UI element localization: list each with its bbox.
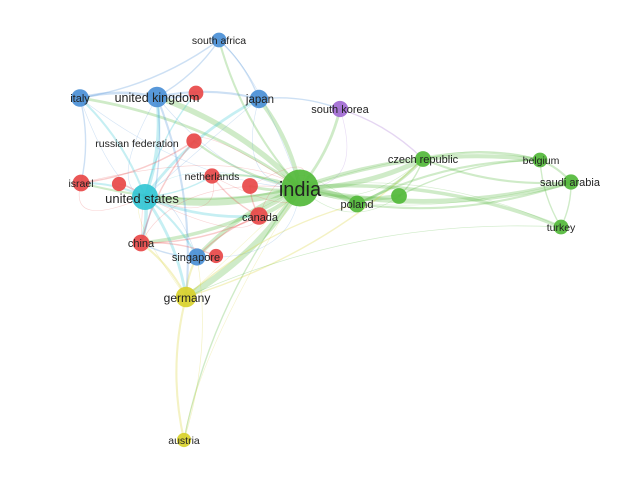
edge-italy-south-africa <box>79 39 220 99</box>
label-south-africa: south africa <box>192 35 246 47</box>
node-india[interactable] <box>281 169 319 207</box>
node-south-korea[interactable] <box>331 100 349 118</box>
faint-edge <box>183 187 301 441</box>
label-italy: italy <box>70 93 90 105</box>
node-united-kingdom[interactable] <box>146 86 168 108</box>
faint-edge <box>79 97 301 189</box>
label-saudi-arabia: saudi arabia <box>540 177 601 189</box>
edge-united-kingdom-south-africa <box>156 39 220 98</box>
label-austria: austria <box>168 435 200 447</box>
edge-poland-saudi-arabia <box>355 180 573 210</box>
node-saudi-arabia[interactable] <box>563 174 579 190</box>
edge-india-austria <box>183 187 301 441</box>
edge-india-south-africa <box>217 38 302 190</box>
node-unlabeled-red-3[interactable] <box>111 176 127 192</box>
node-italy[interactable] <box>71 89 89 107</box>
edge-germany-austria <box>175 295 188 442</box>
label-netherlands: netherlands <box>185 171 240 183</box>
label-germany: germany <box>164 291 211 305</box>
label-south-korea: south korea <box>311 104 369 116</box>
edge-united-kingdom-china <box>140 96 161 244</box>
edge-czech-republic-saudi-arabia <box>421 157 573 185</box>
node-czech-republic[interactable] <box>415 151 431 167</box>
edge-united-kingdom-germany <box>155 95 189 299</box>
edge-india-turkey <box>298 184 563 229</box>
edge-india-germany <box>182 184 304 301</box>
faint-edge <box>140 185 301 244</box>
label-china: china <box>128 238 155 250</box>
node-unlabeled-red-2[interactable] <box>188 85 204 101</box>
label-canada: canada <box>242 212 279 224</box>
label-layer: india united states united kingdom germany j… <box>68 35 600 447</box>
edge-united-kingdom-japan <box>155 90 261 101</box>
faint-edge <box>80 165 301 189</box>
label-russian-federation: russian federation <box>95 138 179 150</box>
node-japan[interactable] <box>249 89 269 109</box>
label-turkey: turkey <box>547 222 576 234</box>
faint-edge <box>78 182 146 211</box>
node-israel[interactable] <box>72 174 90 192</box>
edge-india-saudi-arabia <box>297 179 574 204</box>
label-singapore: singapore <box>172 252 220 264</box>
label-japan: japan <box>245 94 274 106</box>
label-czech-republic: czech republic <box>388 154 459 166</box>
edge-india-china <box>139 186 302 245</box>
edge-austria-singapore <box>183 256 203 441</box>
faint-edge <box>299 151 541 189</box>
faint-edge <box>144 171 301 198</box>
edge-russian-federation-china <box>140 140 195 244</box>
node-unlabeled-red-1[interactable] <box>242 178 258 194</box>
node-russian-federation[interactable] <box>186 133 202 149</box>
node-canada[interactable] <box>250 207 268 225</box>
edge-india-united-kingdom <box>154 94 303 191</box>
edge-czech-republic-belgium <box>421 151 542 162</box>
edge-germany-poland <box>185 203 358 298</box>
node-germany[interactable] <box>175 286 197 308</box>
label-poland: poland <box>340 199 373 211</box>
edge-turkey-germany <box>185 225 562 298</box>
edge-canada-china <box>140 215 260 244</box>
node-singapore[interactable] <box>188 248 206 266</box>
node-unlabeled-green-1[interactable] <box>391 188 407 204</box>
node-layer <box>71 32 579 448</box>
node-south-africa[interactable] <box>211 32 227 48</box>
label-united-states: united states <box>105 191 179 206</box>
node-turkey[interactable] <box>553 219 569 235</box>
node-unlabeled-red-4[interactable] <box>208 248 224 264</box>
edge-russian-federation-israel <box>80 140 195 184</box>
faint-edge <box>144 175 214 209</box>
label-belgium: belgium <box>523 155 560 167</box>
edge-japan-south-africa <box>218 39 260 100</box>
edge-south-korea-czech-republic <box>339 108 424 160</box>
label-india: india <box>279 179 322 201</box>
edge-poland-belgium <box>355 158 542 206</box>
node-belgium[interactable] <box>532 152 548 168</box>
label-israel: israel <box>68 178 93 190</box>
faint-edge <box>299 181 572 206</box>
faint-edge <box>299 182 562 228</box>
node-poland[interactable] <box>348 195 366 213</box>
edge-india-israel <box>79 181 302 200</box>
node-china[interactable] <box>132 234 150 252</box>
node-netherlands[interactable] <box>204 168 220 184</box>
edge-germany-czech-republic <box>185 158 424 298</box>
node-united-states[interactable] <box>131 183 159 211</box>
edge-india-italy <box>78 96 302 190</box>
node-austria[interactable] <box>176 432 192 448</box>
label-united-kingdom: united kingdom <box>115 91 200 105</box>
edge-unlabeled-green-1-belgium <box>398 159 541 197</box>
